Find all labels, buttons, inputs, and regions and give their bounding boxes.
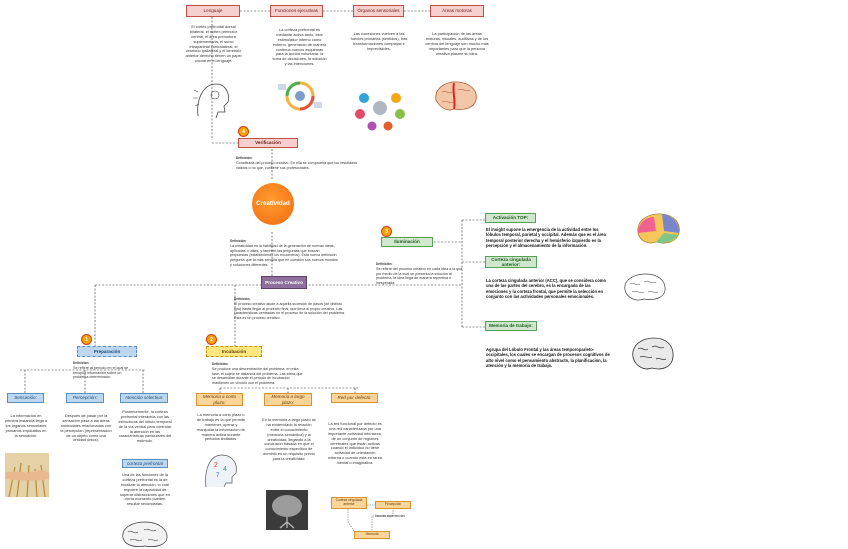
percepcion-box: Percepción: (66, 393, 104, 403)
flow-percepcion-box: Percepción (375, 501, 411, 509)
verificacion-def-text: Constituida del proceso creativo. En ell… (236, 161, 358, 170)
head-sketch-image (193, 83, 229, 119)
brain-motor-image (435, 81, 477, 111)
brain-sketch-image (624, 273, 666, 301)
memoria-trabajo-text: Agrupa del Lóbulo Frontal y las áreas te… (486, 347, 610, 368)
sensacion-box: Sensación: (7, 393, 44, 403)
flow-memoria-box: Memoria (354, 531, 390, 539)
red-por-defecto-box: Red por defecto: (331, 393, 378, 403)
brain-tree-image (266, 490, 308, 530)
memoria-largo-text: En la memoria a largo plazo se ha eviden… (262, 417, 316, 461)
hand-wheat-image (5, 453, 49, 497)
incubacion-badge: 2 (206, 334, 217, 345)
preparacion-def-text: Se refiere al período en el cual se reco… (73, 366, 129, 380)
corteza-cingulada-text: La corteza cingulada anterior (ACC), que… (486, 278, 607, 299)
corteza-cingulada-box: Corteza cingulada anterior: (485, 256, 537, 268)
brain-color-image (637, 213, 680, 244)
corteza-prefrontal-box: corteza prefrontal (122, 459, 168, 468)
organos-text: Las conexiones vuelven a las fuentes pri… (350, 31, 408, 51)
top-box-funciones-ejecutivas: Funciones ejecutivas (270, 5, 323, 17)
creatividad-def-text: La creatividad es la habilidad de la gen… (230, 244, 338, 267)
activacion-top-box: Activación TOP: (485, 213, 536, 223)
verificacion-badge: 4 (238, 126, 249, 137)
senses-icons-image (355, 93, 405, 131)
sensacion-text: La información en primera instancia lleg… (4, 413, 48, 438)
activacion-top-text: El insight supone la emergencia de la ac… (486, 227, 606, 248)
incubacion-def-text: Se produce una descentración del problem… (212, 367, 303, 385)
brain-prep-image (122, 521, 168, 547)
memoria-trabajo-box: Memoria de trabajo: (485, 321, 537, 331)
top-box-areas-motoras: Áreas motoras (430, 5, 484, 17)
svg-text:4: 4 (223, 466, 227, 473)
creatividad-def-label: Definición: (230, 239, 247, 243)
verificacion-def-label: Definición: (236, 156, 253, 160)
incubacion-def-label: Definición: (212, 362, 229, 366)
top-box-organos-sensoriales: Órganos sensoriales (353, 5, 404, 17)
incubacion-box: Incubación (206, 346, 262, 357)
flow-arrows (347, 504, 394, 532)
memoria-corto-text: La memoria a corto plazo o de trabajo es… (196, 412, 246, 442)
corteza-prefrontal-text: Una de las funciones de la corteza prefr… (120, 472, 170, 507)
atencion-selectiva-box: Atención selectiva: (120, 393, 168, 403)
verificacion-box: Verificación (238, 138, 298, 148)
preparacion-def-label: Definición: (73, 361, 90, 365)
areas-motoras-text: La participación de las áreas motoras, v… (425, 31, 489, 56)
lenguaje-text: El córtex prefrontal dorsal bilateral, e… (185, 24, 242, 64)
flow-corteza-box: Corteza cingulada anterior (331, 497, 367, 509)
numbers-head-image: 2 4 7 (205, 454, 237, 487)
iluminacion-badge: 3 (381, 226, 392, 237)
memoria-corto-plazo-box: Memoria a corto plazo: (196, 393, 243, 406)
percepcion-text: Después de pasar por la sensación pasa a… (60, 413, 112, 443)
proceso-def-label: Definición: (234, 297, 251, 301)
creatividad-node: Creatividad (252, 183, 294, 225)
executive-cycle-image (278, 81, 322, 111)
svg-text:2: 2 (214, 462, 218, 469)
preparacion-badge: 1 (81, 334, 92, 345)
red-defecto-text: La red funcional por defecto es una red … (328, 421, 382, 465)
iluminacion-box: Iluminación (381, 237, 433, 247)
proceso-def-text: El proceso creativo alude a aquella suce… (234, 302, 346, 320)
funciones-text: La corteza prefrontal es mediante activa… (272, 27, 327, 67)
memoria-largo-plazo-box: Memoria a largo plazo: (264, 393, 312, 406)
atencion-text: Posteriormente, la corteza prefrontal in… (118, 409, 172, 444)
svg-text:7: 7 (216, 473, 220, 479)
iluminacion-def-text: Se refiere del proceso creativo en cada … (376, 267, 463, 285)
iluminacion-def-label: Definición: (376, 262, 393, 266)
proceso-creativo-box: Proceso Creativo (261, 276, 307, 289)
top-box-lenguaje: Lenguaje (186, 5, 240, 17)
brain-bw-image (632, 337, 674, 370)
preparacion-box: Preparación (77, 346, 137, 357)
